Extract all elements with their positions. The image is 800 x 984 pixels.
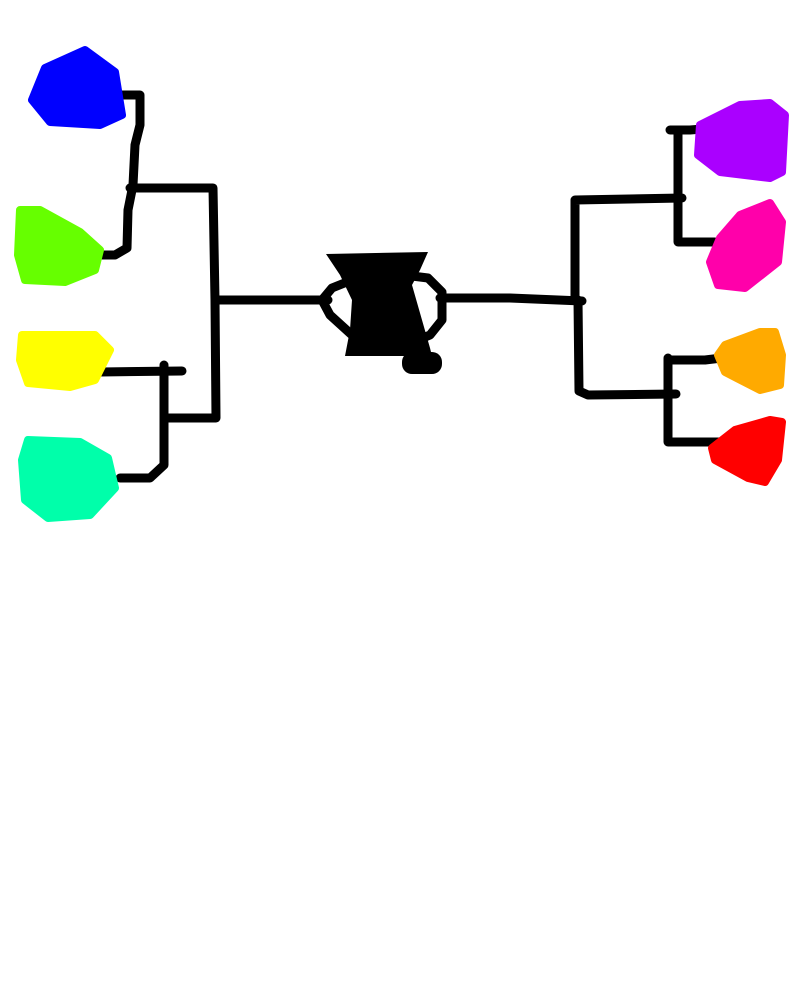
entrant-green-icon: [14, 206, 104, 286]
entrant-blue-icon: [28, 46, 126, 129]
entrant-teal-icon: [18, 436, 119, 522]
entrant-orange-icon: [714, 328, 786, 394]
left-bracket-lines: [80, 90, 333, 483]
entrant-yellow-icon: [16, 331, 114, 391]
entrant-purple-icon: [694, 99, 789, 182]
entrant-red-icon: [708, 416, 786, 486]
entrant-pink-icon: [706, 199, 786, 292]
trophy-icon: [317, 252, 447, 374]
right-bracket-lines: [435, 123, 735, 447]
